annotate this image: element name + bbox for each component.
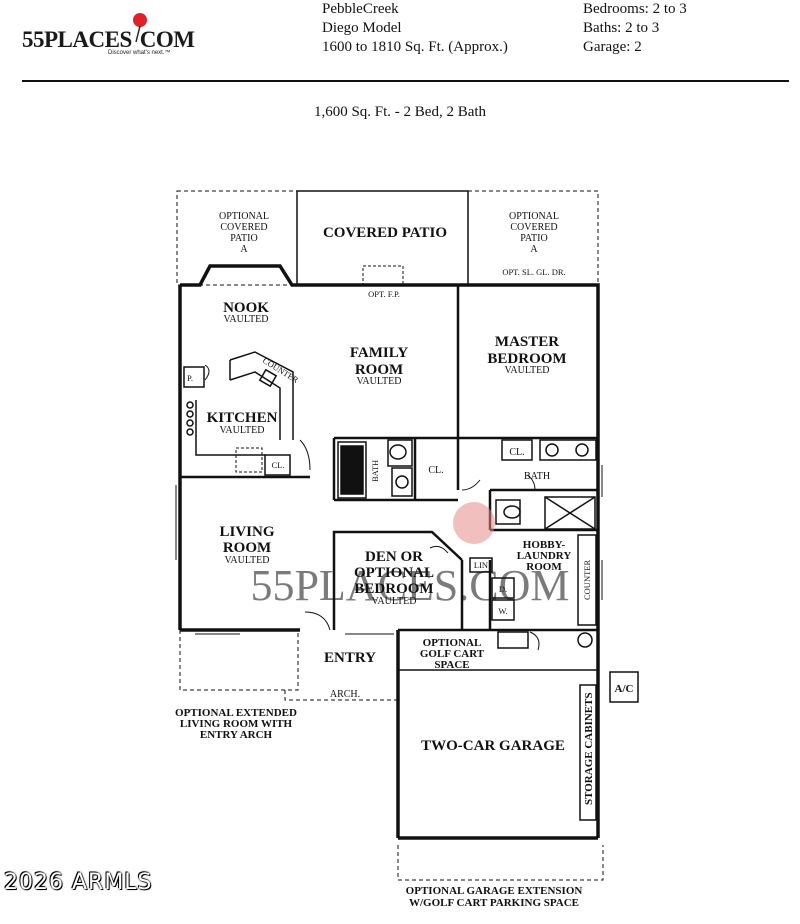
- watermark-pin-icon: [453, 502, 495, 544]
- dryer-label: D.: [499, 584, 507, 594]
- garage-info: Garage: 2: [583, 39, 642, 55]
- model-name: Diego Model: [322, 20, 402, 36]
- family-room-label-2: ROOM: [355, 362, 403, 378]
- logo-pin-icon: [133, 13, 147, 42]
- golf-cart-label-1: OPTIONAL: [423, 637, 482, 649]
- golf-cart-label-2: GOLF CART: [420, 648, 485, 660]
- opt-fp-label: OPT. F.P.: [368, 289, 400, 299]
- bedrooms-info: Bedrooms: 2 to 3: [583, 1, 687, 17]
- master-closet-label: CL.: [509, 447, 524, 458]
- den-vaulted: VAULTED: [371, 596, 416, 607]
- living-room-label-1: LIVING: [219, 524, 274, 540]
- den-label-3: BEDROOM: [354, 581, 433, 597]
- opt-patio-right-1: OPTIONAL: [509, 211, 559, 222]
- pantry-label: P.: [187, 373, 193, 383]
- opt-sl-gl-dr-label: OPT. SL. GL. DR.: [502, 267, 565, 277]
- entry-label: ENTRY: [324, 650, 376, 666]
- opt-patio-left-3: PATIO: [230, 233, 257, 244]
- den-label-1: DEN OR: [365, 549, 423, 565]
- golf-cart-label-3: SPACE: [434, 659, 469, 671]
- hall-bath-label: BATH: [370, 460, 380, 482]
- watermark-text: 55PLACES.COM: [250, 561, 569, 610]
- living-room-vaulted: VAULTED: [224, 555, 269, 566]
- copyright-watermark: 2026 ARMLS: [4, 870, 153, 895]
- master-bedroom-label-2: BEDROOM: [487, 351, 566, 367]
- den-label-2: OPTIONAL: [354, 565, 434, 581]
- opt-garage-ext-label-1: OPTIONAL GARAGE EXTENSION: [406, 885, 583, 897]
- sqft-range: 1600 to 1810 Sq. Ft. (Approx.): [322, 39, 508, 55]
- opt-patio-right-4: A: [530, 244, 538, 255]
- community-name: PebbleCreek: [322, 1, 399, 17]
- kitchen-closet-label: CL.: [272, 460, 285, 470]
- opt-garage-ext-label-2: W/GOLF CART PARKING SPACE: [409, 897, 579, 909]
- family-room-vaulted: VAULTED: [356, 376, 401, 387]
- ac-label: A/C: [615, 683, 634, 695]
- storage-cabinets-label: STORAGE CABINETS: [583, 692, 595, 805]
- master-bedroom-vaulted: VAULTED: [504, 365, 549, 376]
- kitchen-label: KITCHEN: [207, 410, 278, 426]
- baths-info: Baths: 2 to 3: [583, 20, 660, 36]
- master-bedroom-label-1: MASTER: [495, 334, 559, 350]
- laundry-label-2: LAUNDRY: [517, 550, 572, 562]
- opt-patio-left-2: COVERED: [220, 222, 267, 233]
- master-bath-label: BATH: [524, 471, 550, 482]
- laundry-counter-label: COUNTER: [582, 560, 592, 600]
- opt-extended-label-1: OPTIONAL EXTENDED: [175, 707, 297, 719]
- opt-patio-right-3: PATIO: [520, 233, 547, 244]
- opt-patio-left-4: A: [240, 244, 248, 255]
- opt-patio-right-2: COVERED: [510, 222, 557, 233]
- laundry-label-3: ROOM: [526, 561, 562, 573]
- logo-tagline: Discover what's next.™: [108, 50, 171, 56]
- plan-subtitle: 1,600 Sq. Ft. - 2 Bed, 2 Bath: [313, 104, 487, 120]
- arch-label: ARCH.: [330, 689, 360, 700]
- opt-extended-label-3: ENTRY ARCH: [200, 729, 273, 741]
- hall-closet-label: CL.: [428, 465, 443, 476]
- laundry-label-1: HOBBY-: [523, 539, 566, 551]
- kitchen-vaulted: VAULTED: [219, 425, 264, 436]
- washer-label: W.: [498, 606, 507, 616]
- covered-patio-label: COVERED PATIO: [323, 225, 447, 241]
- family-room-label-1: FAMILY: [350, 345, 409, 361]
- nook-vaulted: VAULTED: [223, 314, 268, 325]
- opt-extended-label-2: LIVING ROOM WITH: [180, 718, 293, 730]
- opt-patio-left-1: OPTIONAL: [219, 211, 269, 222]
- linen-label: LIN: [474, 560, 488, 570]
- garage-label: TWO-CAR GARAGE: [421, 738, 565, 754]
- nook-label: NOOK: [223, 300, 269, 316]
- living-room-label-2: ROOM: [223, 540, 271, 556]
- header-divider: [22, 80, 789, 82]
